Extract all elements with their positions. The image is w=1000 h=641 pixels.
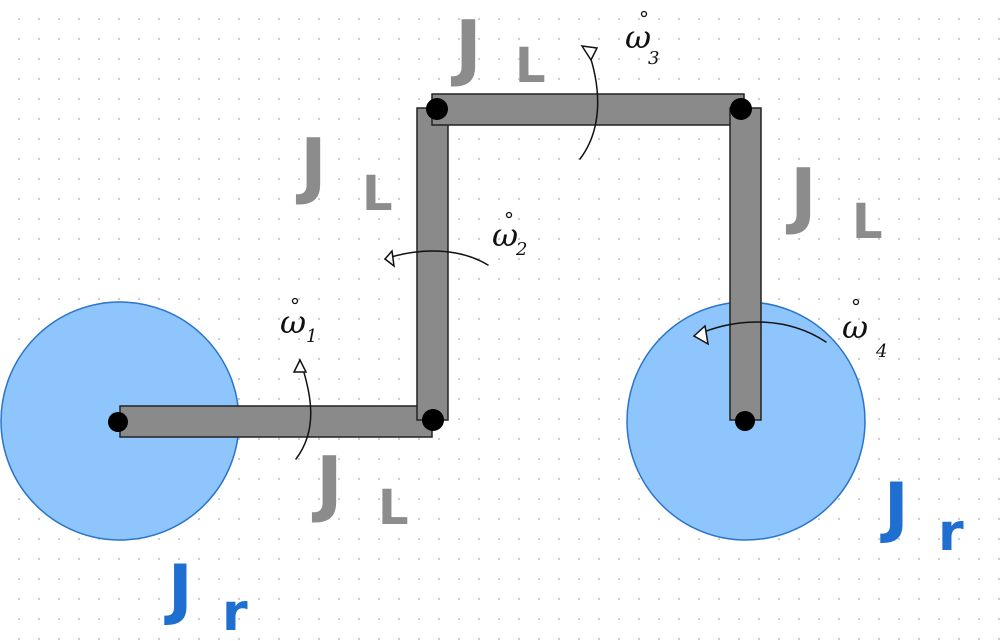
link-4-vertical [729,107,762,421]
link-1-horizontal [119,405,433,438]
link-inertia-label-bottom: J L [311,441,409,536]
omega-subscript: 2 [515,239,527,260]
rotor-inertia-letter: J [164,551,193,628]
joint-dot-icon [735,411,755,431]
rotor-inertia-label-right: J r [880,469,964,563]
rotor-inertia-subscript: r [222,583,248,641]
link-2-vertical [416,107,449,421]
link-inertia-label-right: J L [785,153,883,250]
rotation-arrow-icon [292,358,312,460]
link-inertia-letter: J [450,5,482,89]
joint-dot-icon [108,412,128,432]
omega-subscript: 3 [648,48,659,69]
link-inertia-label-left: J L [295,123,393,222]
rotor-inertia-label-left: J r [164,551,248,641]
link-inertia-letter: J [311,441,343,525]
link-3-horizontal [431,93,745,126]
omega-1-label: ω 1 [280,297,317,347]
omega-symbol: ω [280,303,306,341]
link-inertia-subscript: L [362,166,393,222]
joint-dot-icon [426,98,448,120]
omega-symbol: ω [842,308,868,346]
omega-4-label: ω 4 [842,298,887,362]
omega-symbol: ω [492,216,518,254]
link-inertia-label-top: J L [450,5,546,94]
link-inertia-subscript: L [515,38,546,94]
omega-symbol: ω [625,18,651,56]
joint-dot-icon [422,409,444,431]
link-inertia-subscript: L [852,194,883,250]
omega-subscript: 4 [875,341,887,362]
link-inertia-subscript: L [378,480,409,536]
joint-dot-icon [730,98,752,120]
omega-2-label: ω 2 [492,211,527,260]
link-inertia-letter: J [785,153,817,237]
omega-3-label: ω 3 [625,10,659,69]
rotor-inertia-letter: J [880,469,909,546]
rotation-arrow-icon [383,249,489,268]
rotor-inertia-subscript: r [938,503,964,563]
rotation-arrow-icon [692,321,827,346]
omega-subscript: 1 [306,326,317,347]
link-inertia-letter: J [295,123,327,207]
rotation-arrow-icon [579,45,599,160]
